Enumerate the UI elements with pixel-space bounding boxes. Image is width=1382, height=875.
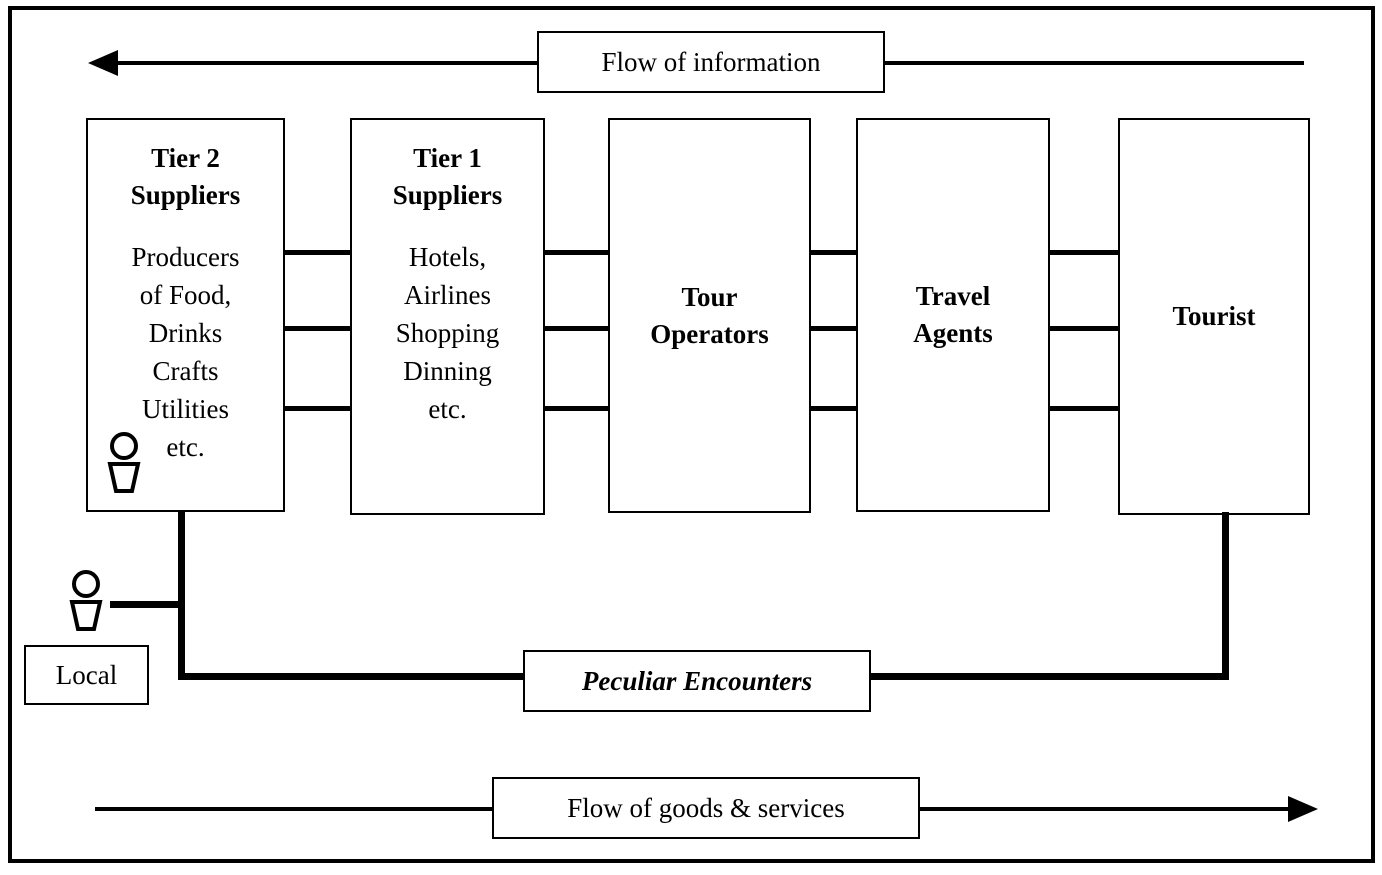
connector-tier2-tier1-mid xyxy=(285,326,351,331)
node-tour-operators-title: Tour Operators xyxy=(650,281,769,349)
node-travel-agents[interactable]: Travel Agents xyxy=(856,118,1050,512)
goods-flow-label: Flow of goods & services xyxy=(567,792,845,823)
information-flow-label: Flow of information xyxy=(601,46,821,77)
connector-touroperators-travelagents-mid xyxy=(811,326,856,331)
node-tier-2-suppliers-body: Producers of Food, Drinks Crafts Utiliti… xyxy=(131,242,240,462)
connector-tier2-tier1-top xyxy=(285,250,351,255)
branch-vertical-line xyxy=(178,510,185,680)
connector-tier1-touroperators-mid xyxy=(545,326,609,331)
goods-flow-label-box: Flow of goods & services xyxy=(492,777,920,839)
arrow-right-icon xyxy=(1288,796,1318,822)
branch-horizontal-to-tourist xyxy=(869,673,1229,680)
branch-vertical-tourist xyxy=(1222,512,1229,680)
connector-touroperators-travelagents-top xyxy=(811,250,856,255)
node-local[interactable]: Local xyxy=(24,645,149,705)
node-tourist[interactable]: Tourist xyxy=(1118,118,1310,515)
connector-tier1-touroperators-top xyxy=(545,250,609,255)
branch-local-stub xyxy=(110,601,185,608)
node-tier-2-suppliers-title: Tier 2 Suppliers xyxy=(130,143,241,210)
connector-travelagents-tourist-bottom xyxy=(1050,406,1118,411)
node-tour-operators[interactable]: Tour Operators xyxy=(608,118,811,513)
information-flow-line-right xyxy=(884,61,1304,65)
arrow-left-icon xyxy=(88,50,118,76)
goods-flow-line-left xyxy=(95,807,493,811)
node-local-label: Local xyxy=(55,659,118,690)
connector-travelagents-tourist-top xyxy=(1050,250,1118,255)
information-flow-label-box: Flow of information xyxy=(537,31,885,93)
node-travel-agents-title: Travel Agents xyxy=(913,281,993,348)
information-flow-line-left xyxy=(118,61,538,65)
diagram-outer-frame xyxy=(8,6,1375,863)
person-icon xyxy=(107,432,141,493)
peculiar-encounters-label: Peculiar Encounters xyxy=(581,665,813,696)
connector-tier1-touroperators-bottom xyxy=(545,406,609,411)
connector-touroperators-travelagents-bottom xyxy=(811,406,856,411)
node-tier-1-suppliers[interactable]: Tier 1 Suppliers Hotels, Airlines Shoppi… xyxy=(350,118,545,515)
person-icon xyxy=(69,570,103,631)
connector-tier2-tier1-bottom xyxy=(285,406,351,411)
node-tier-2-suppliers[interactable]: Tier 2 Suppliers Producers of Food, Drin… xyxy=(86,118,285,512)
goods-flow-line-right xyxy=(919,807,1297,811)
node-tier-1-suppliers-body: Hotels, Airlines Shopping Dinning etc. xyxy=(395,242,500,424)
node-tier-1-suppliers-title: Tier 1 Suppliers xyxy=(392,143,503,210)
node-tourist-title: Tourist xyxy=(1172,301,1256,331)
peculiar-encounters-box[interactable]: Peculiar Encounters xyxy=(523,650,871,712)
connector-travelagents-tourist-mid xyxy=(1050,326,1118,331)
branch-horizontal-to-encounters xyxy=(178,673,525,680)
